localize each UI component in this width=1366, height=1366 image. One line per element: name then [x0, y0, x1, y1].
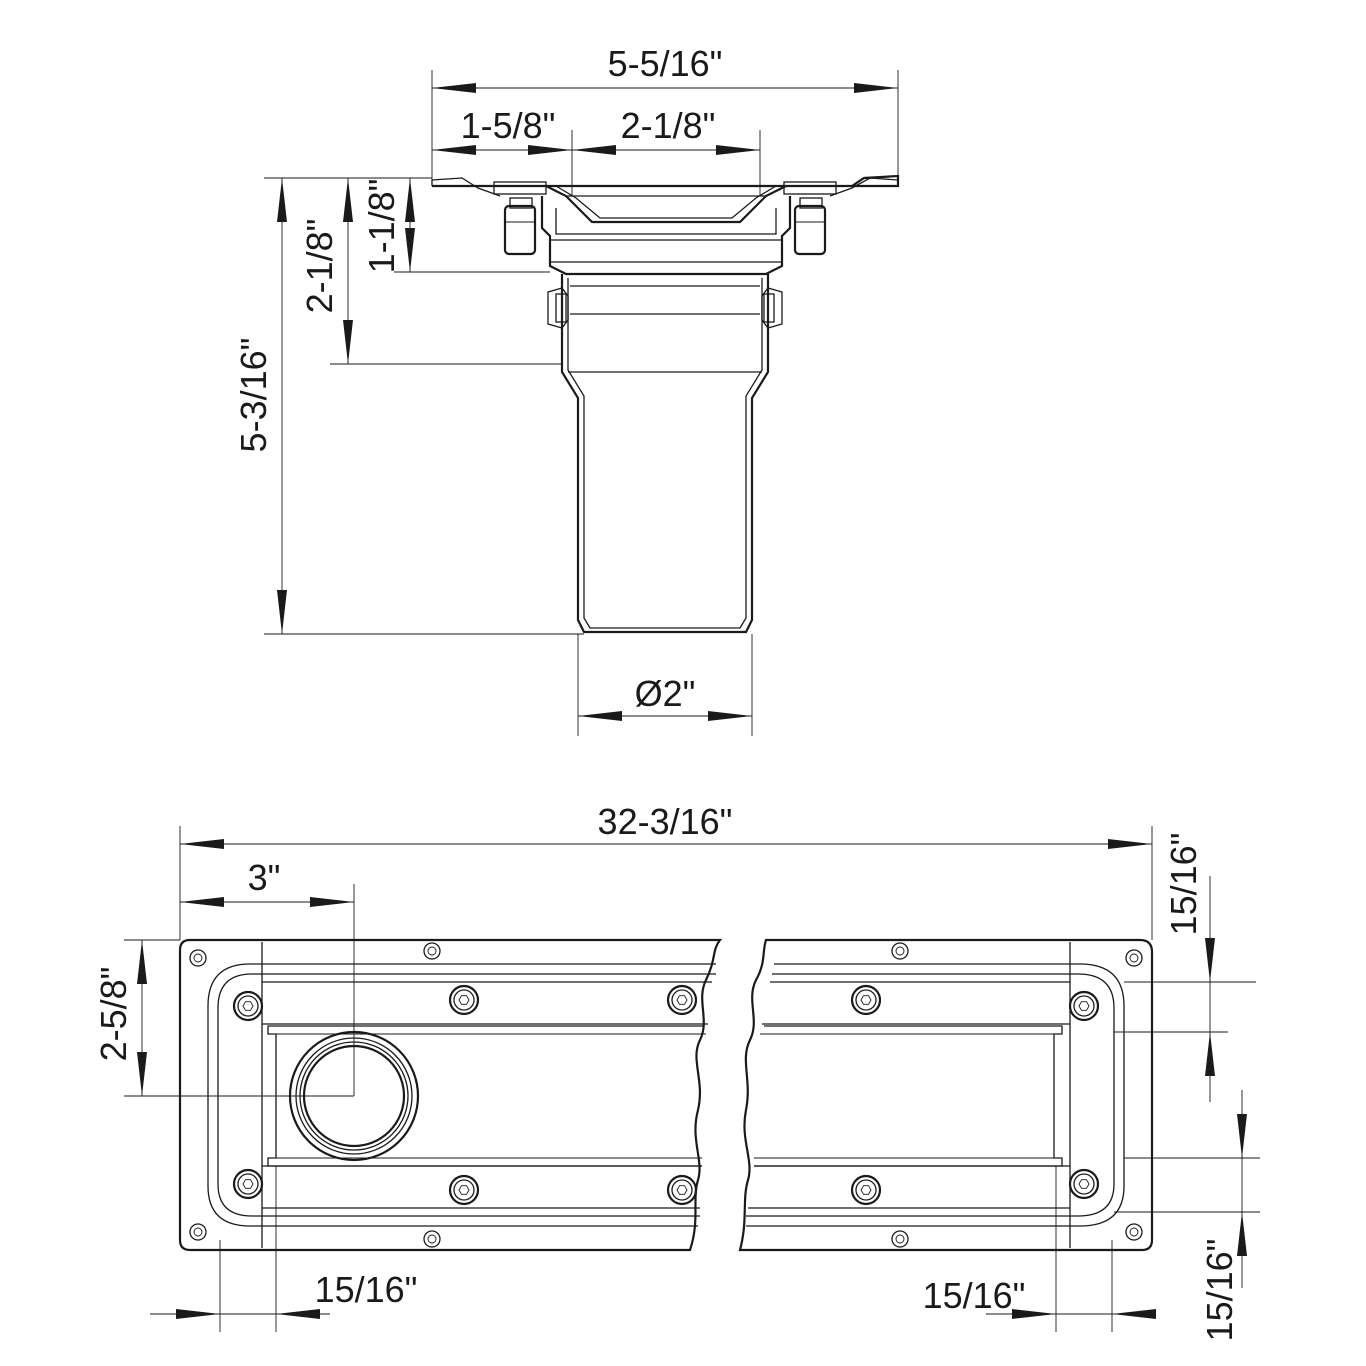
- right-rail-bottom-label: 15/16": [1199, 1239, 1240, 1342]
- left-inset-label: 15/16": [315, 1269, 418, 1310]
- overall-length-label: 32-3/16": [598, 801, 733, 842]
- overall-width-label: 5-5/16": [608, 43, 723, 84]
- hex-screws: [232, 984, 1100, 1206]
- right-inset-label: 15/16": [923, 1275, 1026, 1316]
- outlet-depth-label: 2-5/8": [93, 967, 134, 1062]
- right-rail-top-label: 15/16": [1163, 833, 1204, 936]
- top-view: 32-3/16" 3" 2-5/8" 15/16" 15/16" 15/16" …: [93, 801, 1260, 1341]
- side-view: 5-5/16" 1-5/8" 2-1/8" 1-1/8" 2-1/8" 5-3/…: [233, 43, 900, 736]
- collar-height-label: 1-1/8": [361, 179, 402, 274]
- edge-screws: [189, 942, 1143, 1248]
- inner-opening-label: 2-1/8": [621, 105, 716, 146]
- total-height-label: 5-3/16": [233, 338, 274, 453]
- outlet-offset-label: 3": [248, 857, 281, 898]
- outlet-diameter-label: Ø2": [635, 673, 696, 714]
- body-height-label: 2-1/8": [299, 219, 340, 314]
- left-flange-label: 1-5/8": [461, 105, 556, 146]
